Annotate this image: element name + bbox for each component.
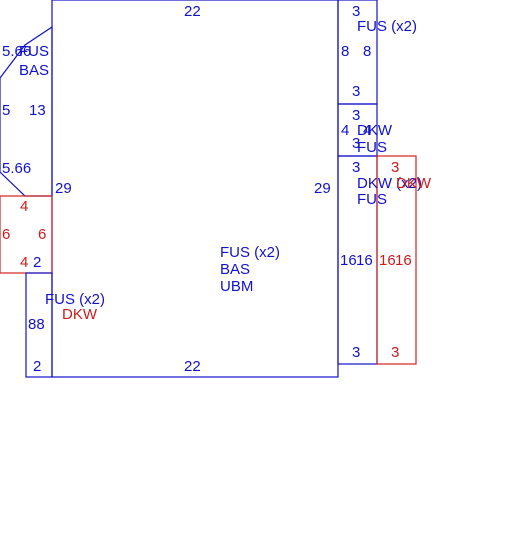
red-block-bottom-dim: 4 xyxy=(20,254,28,271)
rred-bottom-dim: 3 xyxy=(391,344,399,361)
main-left-dim: 29 xyxy=(55,180,72,197)
main-top-dim: 22 xyxy=(184,3,201,20)
rtop-left-dim: 8 xyxy=(341,43,349,60)
strip-height-dim: 88 xyxy=(28,316,45,333)
rred-right-dim: 16 xyxy=(395,252,412,269)
bevel-height-dim: 13 xyxy=(29,102,46,119)
bevel-side-dim: 5 xyxy=(2,102,10,119)
strip-top-dim: 2 xyxy=(33,254,41,271)
rlow-right-dim: 16 xyxy=(356,252,373,269)
bevel-lower-dim: 5.66 xyxy=(2,160,31,177)
rtop-top-dim: 3 xyxy=(352,3,360,20)
main-material-1: FUS (x2) xyxy=(220,244,280,261)
strip-material-1: FUS (x2) xyxy=(45,291,105,308)
rtop-right-dim: 8 xyxy=(363,43,371,60)
red-block-right-dim: 6 xyxy=(38,226,46,243)
rmid-bottom-dim: 3 xyxy=(352,135,360,152)
rtop-bottom-dim: 3 xyxy=(352,83,360,100)
right-red-panel-outline xyxy=(376,155,417,365)
bevel-material-2: BAS xyxy=(19,62,49,79)
rmid-left-dim: 4 xyxy=(341,122,349,139)
rlow-material-1: DKW (x2) xyxy=(357,175,422,192)
bevel-material-1: FUS xyxy=(19,43,49,60)
main-material-3: UBM xyxy=(220,278,253,295)
rmid-right-dim: 4 xyxy=(363,122,371,139)
rmid-material-2: FUS xyxy=(357,139,387,156)
main-right-dim: 29 xyxy=(314,180,331,197)
left-strip-outline xyxy=(25,272,53,378)
red-block-left-dim: 6 xyxy=(2,226,10,243)
strip-bottom-dim: 2 xyxy=(33,358,41,375)
red-block-top-dim: 4 xyxy=(20,198,28,215)
bevel-upper-dim: 5.66 xyxy=(2,43,31,60)
rmid-material-1: DKW xyxy=(357,122,393,139)
rred-left-dim: 16 xyxy=(379,252,396,269)
rred-top-dim: 3 xyxy=(391,159,399,176)
rlow-left-dim: 16 xyxy=(340,252,357,269)
main-bottom-dim: 22 xyxy=(184,358,201,375)
main-material-2: BAS xyxy=(220,261,250,278)
rred-material: DKW xyxy=(396,175,432,192)
rlow-top-dim: 3 xyxy=(352,159,360,176)
rlow-material-2: FUS xyxy=(357,191,387,208)
rmid-top-dim: 3 xyxy=(352,107,360,124)
rlow-bottom-dim: 3 xyxy=(352,344,360,361)
strip-material-2: DKW xyxy=(62,306,98,323)
rtop-material: FUS (x2) xyxy=(357,18,417,35)
